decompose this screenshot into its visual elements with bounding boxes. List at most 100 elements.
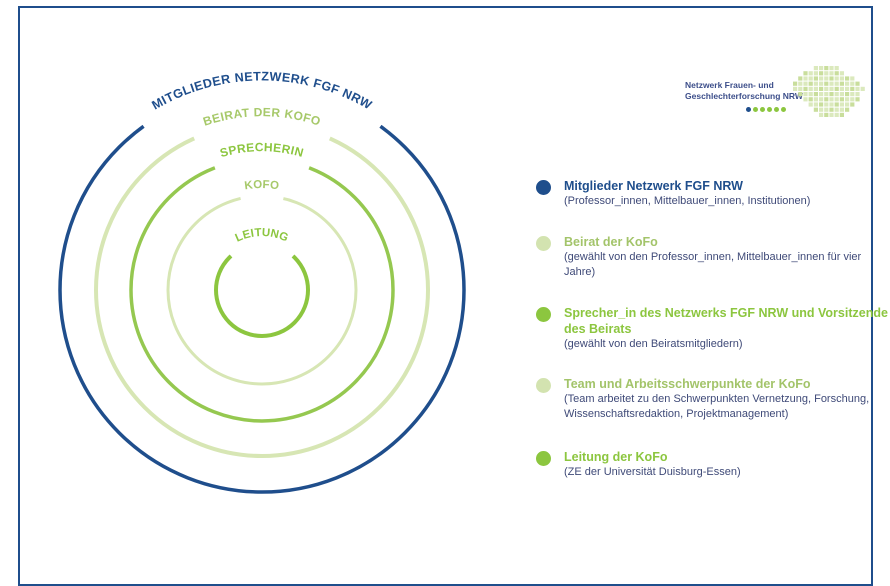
legend-description: (gewählt von den Beiratsmitgliedern): [564, 338, 743, 350]
nrw-map-icon: [793, 66, 865, 117]
map-pixel: [819, 66, 824, 71]
map-pixel: [813, 76, 818, 81]
map-pixel: [845, 97, 850, 102]
map-pixel: [819, 92, 824, 97]
map-pixel: [824, 112, 829, 117]
map-pixel: [834, 81, 839, 86]
diagram-frame: [18, 6, 873, 586]
legend-description: (Professor_innen, Mittelbauer_innen, Ins…: [564, 195, 811, 207]
logo-dot: [753, 107, 758, 112]
map-pixel: [808, 102, 813, 107]
map-pixel: [845, 81, 850, 86]
map-pixel: [834, 107, 839, 112]
map-pixel: [824, 66, 829, 71]
ring-label-3: SPRECHERIN: [218, 140, 305, 160]
legend-bullet-icon: [536, 180, 551, 195]
map-pixel: [834, 102, 839, 107]
legend-item: Sprecher_in des Netzwerks FGF NRW und Vo…: [536, 305, 890, 352]
ring-label-gap-3: [211, 149, 313, 178]
map-pixel: [803, 76, 808, 81]
map-pixel: [839, 102, 844, 107]
map-pixel: [819, 97, 824, 102]
map-pixel: [813, 86, 818, 91]
map-pixel: [808, 71, 813, 76]
map-pixel: [793, 81, 798, 86]
map-pixel: [834, 97, 839, 102]
legend-bullet-icon: [536, 307, 551, 322]
map-pixel: [798, 86, 803, 91]
map-pixel: [839, 86, 844, 91]
legend-title: Sprecher_in des Netzwerks FGF NRW und Vo…: [564, 306, 888, 336]
map-pixel: [855, 86, 860, 91]
map-pixel: [793, 86, 798, 91]
map-pixel: [850, 76, 855, 81]
ring-label-gap-5: [224, 234, 300, 264]
legend-description: (gewählt von den Professor_innen, Mittel…: [564, 251, 862, 278]
map-pixel: [813, 92, 818, 97]
logo-dot: [760, 107, 765, 112]
map-pixel: [834, 76, 839, 81]
map-pixel: [829, 112, 834, 117]
map-pixel: [845, 92, 850, 97]
map-pixel: [808, 97, 813, 102]
map-pixel: [829, 71, 834, 76]
map-pixel: [824, 76, 829, 81]
map-pixel: [824, 107, 829, 112]
map-pixel: [808, 76, 813, 81]
legend-title: Mitglieder Netzwerk FGF NRW: [564, 179, 743, 193]
map-pixel: [819, 107, 824, 112]
legend-item: Beirat der KoFo (gewählt von den Professo…: [536, 234, 890, 280]
legend-title: Beirat der KoFo: [564, 235, 658, 249]
logo-text: Netzwerk Frauen- und Geschlechterforschu…: [685, 80, 825, 101]
map-pixel: [819, 102, 824, 107]
map-pixel: [813, 107, 818, 112]
map-pixel: [834, 112, 839, 117]
map-pixel: [845, 102, 850, 107]
map-pixel: [839, 71, 844, 76]
map-pixel: [834, 66, 839, 71]
logo-dot: [774, 107, 779, 112]
legend-bullet-icon: [536, 236, 551, 251]
map-pixel: [824, 102, 829, 107]
ring-label-gap-4: [238, 186, 286, 209]
map-pixel: [829, 107, 834, 112]
map-pixel: [808, 92, 813, 97]
map-pixel: [829, 102, 834, 107]
map-pixel: [845, 76, 850, 81]
legend-title: Leitung der KoFo: [564, 450, 668, 464]
legend-description: (Team arbeitet zu den Schwerpunkten Vern…: [564, 393, 870, 420]
map-pixel: [803, 81, 808, 86]
map-pixel: [798, 76, 803, 81]
logo-line-2: Geschlechterforschung NRW: [685, 90, 803, 101]
legend-item: Team und Arbeitsschwerpunkte der KoFo(Te…: [536, 376, 890, 422]
logo-dots: [746, 107, 786, 112]
map-pixel: [839, 107, 844, 112]
map-pixel: [819, 76, 824, 81]
map-pixel: [845, 107, 850, 112]
map-pixel: [845, 86, 850, 91]
map-pixel: [808, 81, 813, 86]
ring-5: [214, 242, 310, 338]
map-pixel: [829, 81, 834, 86]
legend-item: Leitung der KoFo(ZE der Universität Duis…: [536, 449, 890, 480]
map-pixel: [824, 97, 829, 102]
map-pixel: [829, 97, 834, 102]
ring-label-5: LEITUNG: [234, 227, 291, 245]
map-pixel: [839, 97, 844, 102]
map-pixel: [855, 97, 860, 102]
map-pixel: [824, 81, 829, 86]
map-pixel: [829, 66, 834, 71]
legend-item: Mitglieder Netzwerk FGF NRW (Professor_in…: [536, 178, 890, 209]
map-pixel: [860, 86, 865, 91]
map-pixel: [803, 86, 808, 91]
map-pixel: [850, 97, 855, 102]
map-pixel: [798, 92, 803, 97]
ring-4: [166, 194, 358, 386]
map-pixel: [819, 112, 824, 117]
map-pixel: [834, 92, 839, 97]
map-pixel: [819, 81, 824, 86]
map-pixel: [824, 71, 829, 76]
map-pixel: [813, 81, 818, 86]
map-pixel: [839, 76, 844, 81]
